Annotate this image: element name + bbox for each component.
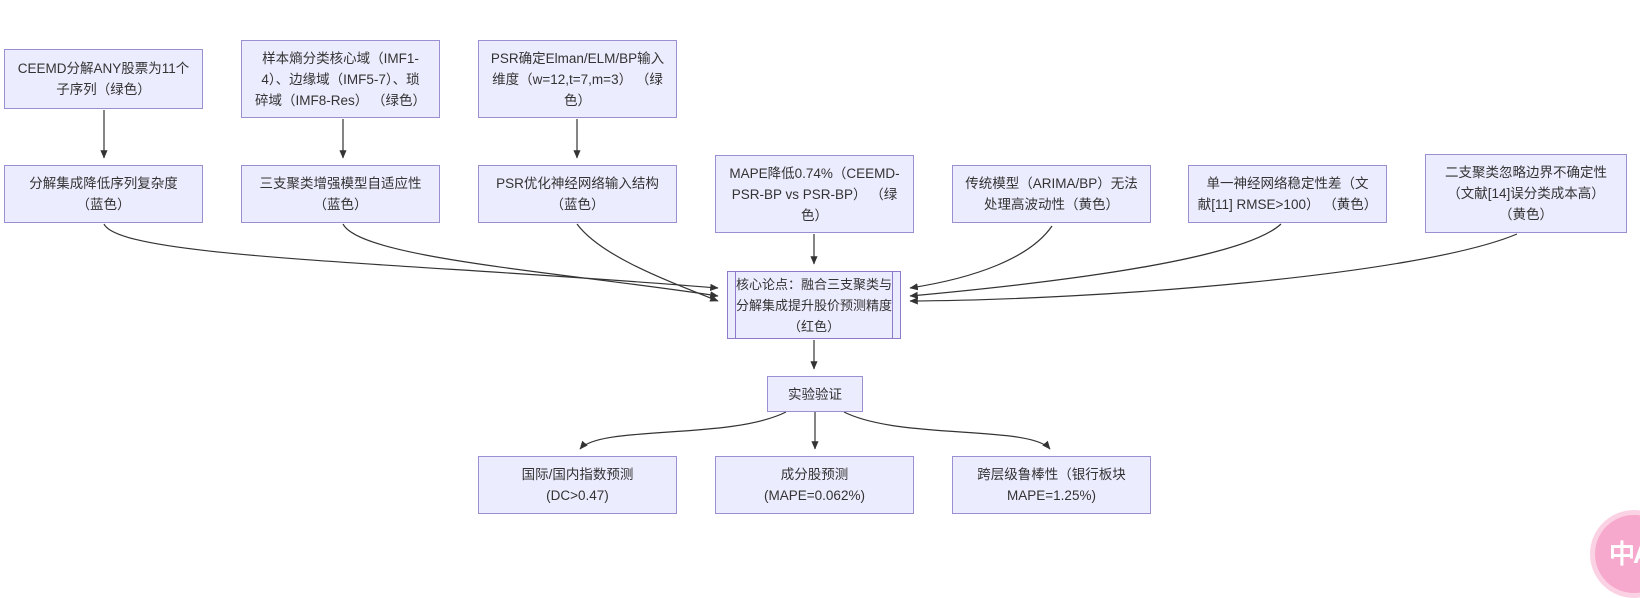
- node-psr-dimension: PSR确定Elman/ELM/BP输入 维度（w=12,t=7,m=3） （绿 …: [478, 40, 677, 118]
- edge-single-to-core: [909, 223, 1282, 299]
- node-traditional-limit: 传统模型（ARIMA/BP）无法 处理高波动性（黄色）: [952, 165, 1151, 223]
- edge-twoway-to-core: [909, 233, 1518, 305]
- translate-button[interactable]: 中A: [1590, 510, 1640, 598]
- node-decompose-integrate: 分解集成降低序列复杂度 （蓝色）: [4, 165, 203, 223]
- edge-threeway-to-core: [342, 223, 719, 299]
- edge-trad-to-core: [909, 225, 1053, 291]
- node-constituent-prediction: 成分股预测 (MAPE=0.062%): [715, 456, 914, 514]
- node-mape-reduce: MAPE降低0.74%（CEEMD- PSR-BP vs PSR-BP） （绿 …: [715, 155, 914, 233]
- node-single-nn-unstable: 单一神经网络稳定性差（文 献[11] RMSE>100） （黄色）: [1188, 165, 1387, 223]
- node-index-prediction: 国际/国内指数预测 (DC>0.47): [478, 456, 677, 514]
- edge-psropt-to-core: [576, 223, 719, 302]
- node-experiment-validation: 实验验证: [767, 376, 863, 412]
- flowchart-canvas: CEEMD分解ANY股票为11个 子序列（绿色） 样本熵分类核心域（IMF1- …: [4, 40, 1640, 598]
- edge-exp-to-index: [579, 411, 787, 450]
- subroutine-left-line: [735, 272, 736, 338]
- edge-exp-to-robust: [843, 411, 1051, 450]
- node-ceemd-decompose: CEEMD分解ANY股票为11个 子序列（绿色）: [4, 49, 203, 109]
- core-thesis-label: 核心论点：融合三支聚类与 分解集成提升股价预测精度 （红色）: [735, 276, 892, 334]
- translate-icon: 中A: [1609, 539, 1640, 569]
- node-two-way-limit: 二支聚类忽略边界不确定性 （文献[14]误分类成本高） （黄色）: [1425, 154, 1627, 233]
- node-three-way-adaptive: 三支聚类增强模型自适应性 （蓝色）: [241, 165, 440, 223]
- node-cross-level-robustness: 跨层级鲁棒性（银行板块 MAPE=1.25%): [952, 456, 1151, 514]
- node-core-thesis: 核心论点：融合三支聚类与 分解集成提升股价预测精度 （红色）: [727, 271, 901, 339]
- subroutine-right-line: [892, 272, 893, 338]
- node-sample-entropy: 样本熵分类核心域（IMF1- 4）、边缘域（IMF5-7）、琐 碎域（IMF8-…: [241, 40, 440, 118]
- node-psr-optimize: PSR优化神经网络输入结构 （蓝色）: [478, 165, 677, 223]
- edge-decomp-to-core: [103, 223, 719, 291]
